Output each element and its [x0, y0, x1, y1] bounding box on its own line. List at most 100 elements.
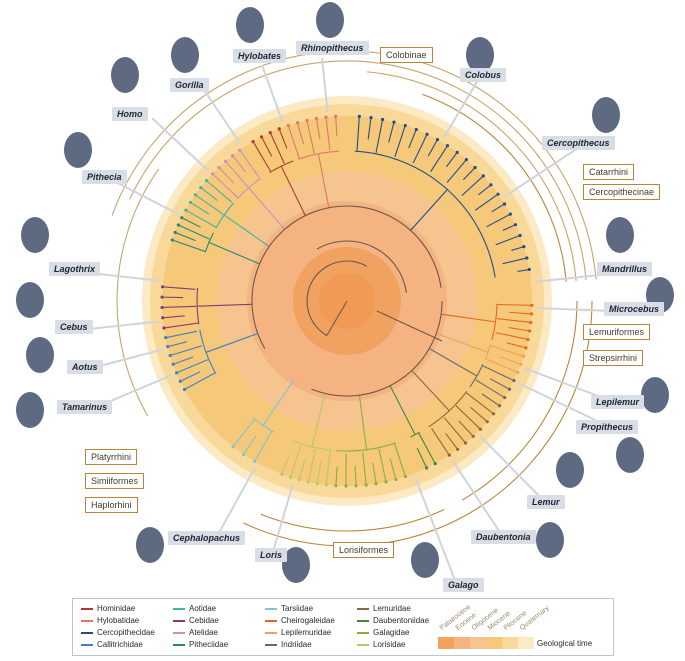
genus-label-gorilla[interactable]: Gorilla [170, 78, 209, 92]
clade-label-lorisiformes[interactable]: Lorisiformes [333, 542, 395, 558]
clade-label-strepsirrhini[interactable]: Strepsirrhini [583, 350, 644, 366]
tip-dot [354, 484, 358, 488]
genus-label-mandrillus[interactable]: Mandrillus [597, 262, 653, 276]
geo-swatch-pliocene [502, 637, 518, 649]
daubentonia-silhouette-icon [536, 522, 564, 558]
tip-dot [344, 484, 348, 488]
tip-dot [230, 154, 235, 158]
genus-label-tamarinus[interactable]: Tamarinus [57, 400, 113, 414]
clade-label-haplorhini[interactable]: Haplorhini [85, 497, 138, 513]
tip-branch [218, 167, 235, 184]
clade-label-lemuriformes[interactable]: Lemuriformes [583, 324, 651, 340]
leader-line-19 [271, 482, 295, 556]
arc-catarrhini [366, 71, 577, 282]
legend-label: Hominidae [97, 604, 136, 613]
tip-branch [315, 118, 321, 140]
clade-label-catarrhini[interactable]: Catarrhini [583, 164, 635, 180]
branches-indriidae [428, 348, 516, 408]
tip-branch [162, 315, 185, 319]
clade-label-cercopithecinae[interactable]: Cercopithecinae [583, 184, 661, 200]
genus-label-propithecus[interactable]: Propithecus [576, 420, 639, 434]
tip-dot [513, 223, 518, 227]
legend-swatch [81, 619, 93, 622]
legend-label: Aotidae [189, 604, 217, 613]
tip-branch [506, 342, 527, 349]
tip-branch [298, 459, 306, 480]
tip-dot [455, 150, 459, 154]
tip-dot [193, 193, 198, 197]
legend-item-lorisidae: Lorisidae [357, 640, 405, 649]
genus-label-microcebus[interactable]: Microcebus [604, 302, 665, 316]
tip-dot [374, 482, 378, 486]
tip-branch [335, 466, 338, 486]
arc-simiiformes [128, 60, 587, 281]
tip-branch [431, 428, 450, 456]
arc-haplorhini [111, 50, 597, 280]
cluster-stem [389, 385, 416, 435]
leader-line-6 [504, 147, 579, 197]
tip-branch [232, 155, 247, 173]
genus-label-pithecia[interactable]: Pithecia [82, 170, 127, 184]
genus-label-galago[interactable]: Galago [443, 578, 484, 592]
legend-item-cheirogaleidae: Cheirogaleidae [265, 616, 335, 625]
rhinopithecus-silhouette-icon [316, 2, 344, 38]
arc-platyrrhini [116, 168, 160, 417]
tip-dot [521, 354, 526, 358]
tip-branch [316, 461, 322, 484]
branches-pitheciidae [170, 216, 260, 265]
leader-line-16 [479, 435, 549, 506]
cebus-silhouette-icon [16, 282, 44, 318]
legend-item-lemuridae: Lemuridae [357, 604, 411, 613]
genus-label-colobus[interactable]: Colobus [460, 68, 506, 82]
legend-label: Indriidae [281, 640, 312, 649]
genus-label-daubentonia[interactable]: Daubentonia [471, 530, 536, 544]
leader-line-7 [111, 179, 179, 215]
legend-label: Galagidae [373, 628, 410, 637]
legend-label: Lepilemuridae [281, 628, 332, 637]
genus-label-hylobates[interactable]: Hylobates [233, 49, 287, 63]
tip-dot [314, 116, 319, 121]
legend-swatch [357, 619, 369, 622]
tip-dot [522, 245, 526, 249]
genus-label-homo[interactable]: Homo [112, 107, 148, 121]
genus-label-rhinopithecus[interactable]: Rhinopithecus [296, 41, 369, 55]
clade-label-simiiformes[interactable]: Simiiformes [85, 473, 145, 489]
arc-lemuriformes [461, 300, 578, 501]
tip-branch [446, 159, 467, 183]
genus-label-cephalopachus[interactable]: Cephalopachus [168, 531, 246, 545]
tip-dot [166, 345, 170, 349]
legend-label: Lemuridae [373, 604, 411, 613]
branches-cebidae [160, 285, 253, 330]
tip-branch [482, 365, 515, 382]
genus-label-loris[interactable]: Loris [255, 548, 288, 562]
tip-branch [170, 345, 202, 357]
cluster-stem [436, 332, 489, 353]
cluster-stem [311, 393, 326, 447]
tip-dot [160, 305, 164, 310]
genus-label-lagothrix[interactable]: Lagothrix [49, 262, 101, 276]
legend-swatch [265, 619, 277, 622]
genus-label-cebus[interactable]: Cebus [55, 320, 93, 334]
galago-silhouette-icon [411, 542, 439, 578]
propithecus-silhouette-icon [616, 437, 644, 473]
tip-dot [160, 285, 165, 289]
genus-label-aotus[interactable]: Aotus [67, 360, 103, 374]
tip-branch [508, 327, 530, 332]
tip-branch [252, 141, 272, 173]
tip-dot [518, 233, 522, 238]
genus-label-cercopithecus[interactable]: Cercopithecus [542, 136, 615, 150]
clade-label-colobinae[interactable]: Colobinae [380, 47, 433, 63]
legend-swatch [81, 643, 93, 646]
clade-label-platyrrhini[interactable]: Platyrrhini [85, 449, 138, 465]
legend-item-lepilemuridae: Lepilemuridae [265, 628, 331, 637]
tip-dot [433, 461, 437, 466]
tip-branch [335, 116, 338, 137]
legend-item-aotidae: Aotidae [173, 604, 216, 613]
genus-label-lepilemur[interactable]: Lepilemur [591, 395, 645, 409]
cluster-stem [317, 153, 330, 208]
backbone-haplorhini [251, 205, 442, 349]
genus-label-lemur[interactable]: Lemur [527, 495, 565, 509]
legend-item-galagidae: Galagidae [357, 628, 409, 637]
